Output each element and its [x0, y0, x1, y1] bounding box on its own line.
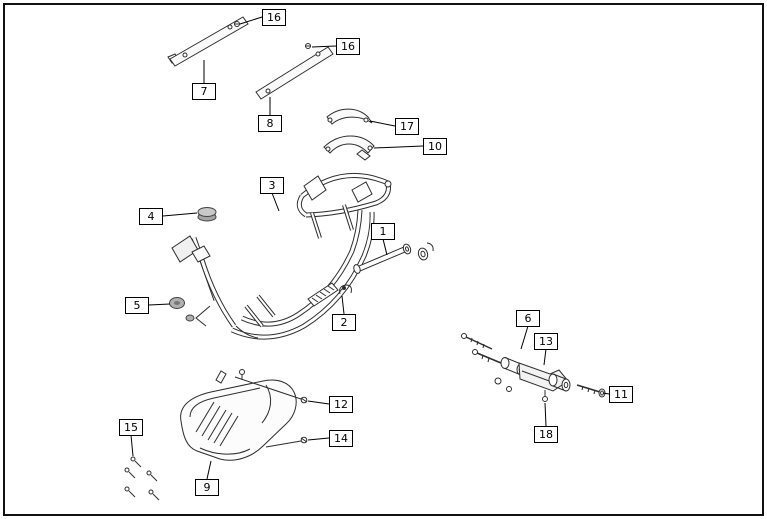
screws-15-drawing: [124, 456, 160, 501]
part-callout-16a[interactable]: 16: [262, 9, 286, 26]
part-callout-2[interactable]: 2: [332, 314, 356, 331]
part-callout-13[interactable]: 13: [534, 333, 558, 350]
part-callout-6[interactable]: 6: [516, 310, 540, 327]
tube-1-drawing: [353, 242, 434, 274]
strap-17-drawing: [326, 108, 373, 125]
panel-9-drawing: [180, 369, 297, 461]
frame-drawing: [171, 172, 392, 340]
part-callout-8[interactable]: 8: [258, 115, 282, 132]
part-callout-17[interactable]: 17: [395, 118, 419, 135]
cap-4-drawing: [197, 207, 217, 222]
part-callout-14[interactable]: 14: [329, 430, 353, 447]
screw-12-drawing: [234, 376, 308, 404]
grommet-5-drawing: [169, 297, 195, 322]
part-callout-18[interactable]: 18: [534, 426, 558, 443]
part-callout-15[interactable]: 15: [119, 419, 143, 436]
part-callout-12[interactable]: 12: [329, 396, 353, 413]
part-callout-11[interactable]: 11: [609, 386, 633, 403]
part-callout-7[interactable]: 7: [192, 83, 216, 100]
part-callout-9[interactable]: 9: [195, 479, 219, 496]
strap-10-drawing: [323, 135, 375, 161]
mount-assembly-drawing: [461, 333, 606, 402]
part-callout-5[interactable]: 5: [125, 297, 149, 314]
part-callout-1[interactable]: 1: [371, 223, 395, 240]
part-callout-4[interactable]: 4: [139, 208, 163, 225]
brace-7-drawing: [167, 16, 249, 67]
screw-14-drawing: [265, 436, 308, 448]
part-callout-16b[interactable]: 16: [336, 38, 360, 55]
part-2-drawing: [307, 282, 352, 307]
leader-lines: [130, 16, 610, 480]
part-callout-10[interactable]: 10: [423, 138, 447, 155]
part-callout-3[interactable]: 3: [260, 177, 284, 194]
brace-8-drawing: [255, 43, 334, 100]
